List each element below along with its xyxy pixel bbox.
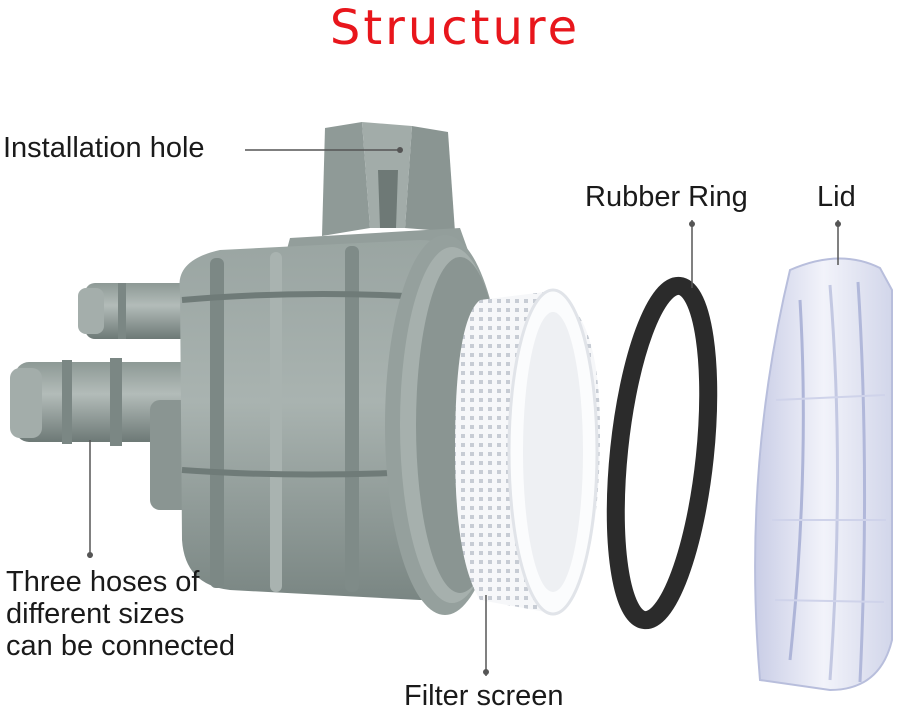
label-filter-screen: Filter screen [404, 680, 564, 712]
hose-connectors [10, 283, 210, 510]
label-rubber-ring: Rubber Ring [585, 181, 748, 213]
label-installation-hole: Installation hole [3, 132, 205, 164]
lid [754, 257, 893, 692]
label-hoses-line: can be connected [6, 630, 235, 662]
label-hoses: Three hoses of different sizes can be co… [6, 566, 235, 662]
rubber-ring [606, 276, 718, 630]
page-title: Structure [329, 0, 581, 56]
label-lid: Lid [817, 181, 856, 213]
label-hoses-line: Three hoses of [6, 566, 200, 598]
label-hoses-line: different sizes [6, 598, 185, 630]
filter-screen [455, 288, 600, 616]
leader-lines [87, 147, 841, 676]
